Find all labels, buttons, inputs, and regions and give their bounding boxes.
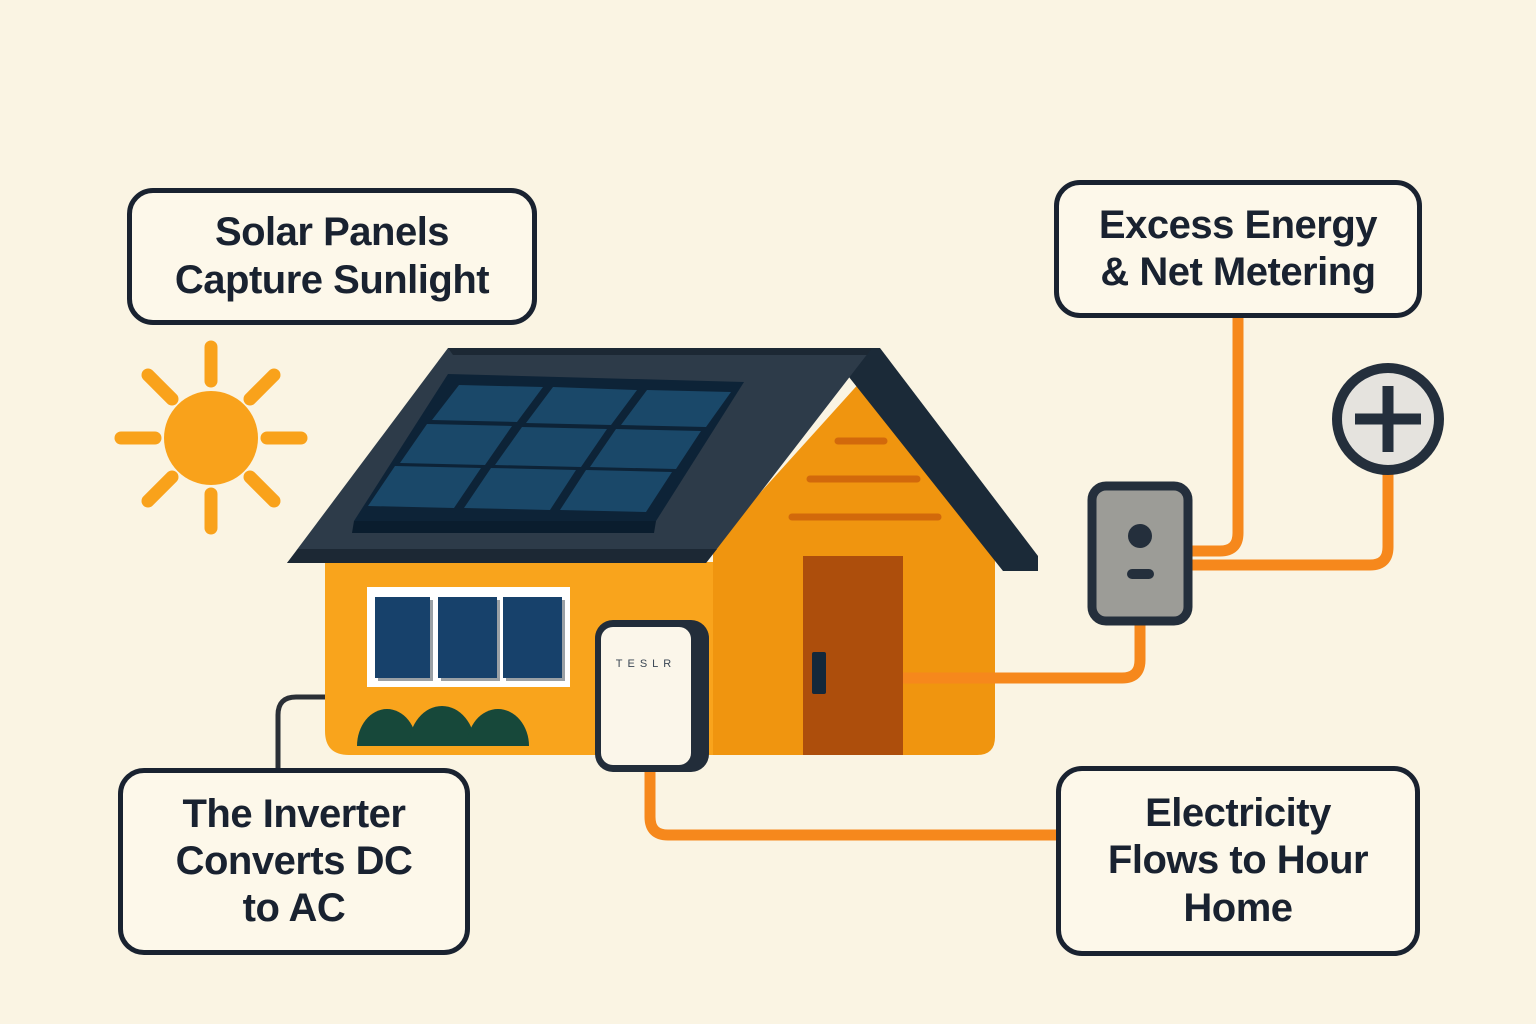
bushes <box>357 706 529 746</box>
battery-powerwall: TESLR <box>595 620 709 772</box>
bush <box>409 706 475 746</box>
electric-meter <box>1087 481 1193 626</box>
meter-slot-icon <box>1127 569 1154 579</box>
solar-cell <box>526 387 637 425</box>
solar-cell <box>560 470 672 512</box>
solar-cell <box>400 424 512 465</box>
callout-electricity: Electricity Flows to Hour Home <box>1056 766 1420 956</box>
meter-body <box>1087 481 1193 626</box>
door-handle <box>812 652 826 694</box>
window-pane <box>375 597 430 678</box>
grid-plus-node <box>1332 363 1444 475</box>
roof-ridge-strip <box>448 348 872 355</box>
wire-grid-to-meter <box>1192 470 1394 571</box>
wire-excess-to-meter <box>1192 318 1244 557</box>
bush-base <box>360 738 526 746</box>
roof-gable-band <box>840 348 1038 571</box>
solar-panel-edge <box>352 521 656 533</box>
wire-house-to-inverter-callout <box>275 694 325 772</box>
sun-ray-sw <box>141 470 179 508</box>
sun-ray-ne <box>243 368 281 406</box>
solar-cell <box>432 385 543 422</box>
sun-ray-se <box>243 470 281 508</box>
callout-inverter: The Inverter Converts DC to AC <box>118 768 470 955</box>
callout-solar-panels: Solar Panels Capture Sunlight <box>127 188 537 325</box>
window-pane <box>438 597 497 678</box>
solar-cell <box>464 468 576 510</box>
callout-excess-energy: Excess Energy & Net Metering <box>1054 180 1422 318</box>
bush <box>467 709 529 746</box>
solar-cell <box>368 466 481 508</box>
solar-panel <box>352 374 744 533</box>
bush <box>357 709 417 746</box>
solar-cell <box>590 429 701 469</box>
wire-battery-to-electricity-callout <box>644 770 1060 841</box>
solar-cell <box>495 427 607 467</box>
sun-disc <box>164 391 258 485</box>
battery-brand-label: TESLR <box>616 658 676 670</box>
battery-face <box>601 627 691 765</box>
window-pane <box>503 597 562 678</box>
roof-eave-strip <box>287 549 717 563</box>
sun-icon <box>114 340 308 535</box>
solar-cells <box>368 385 731 512</box>
wire-meter-to-home <box>903 625 1146 684</box>
gable-siding-lines <box>788 437 942 521</box>
window <box>367 587 570 687</box>
solar-cell <box>621 390 731 427</box>
meter-dial-icon <box>1128 524 1152 548</box>
plus-icon <box>1355 386 1421 452</box>
sun-ray-nw <box>141 368 179 406</box>
